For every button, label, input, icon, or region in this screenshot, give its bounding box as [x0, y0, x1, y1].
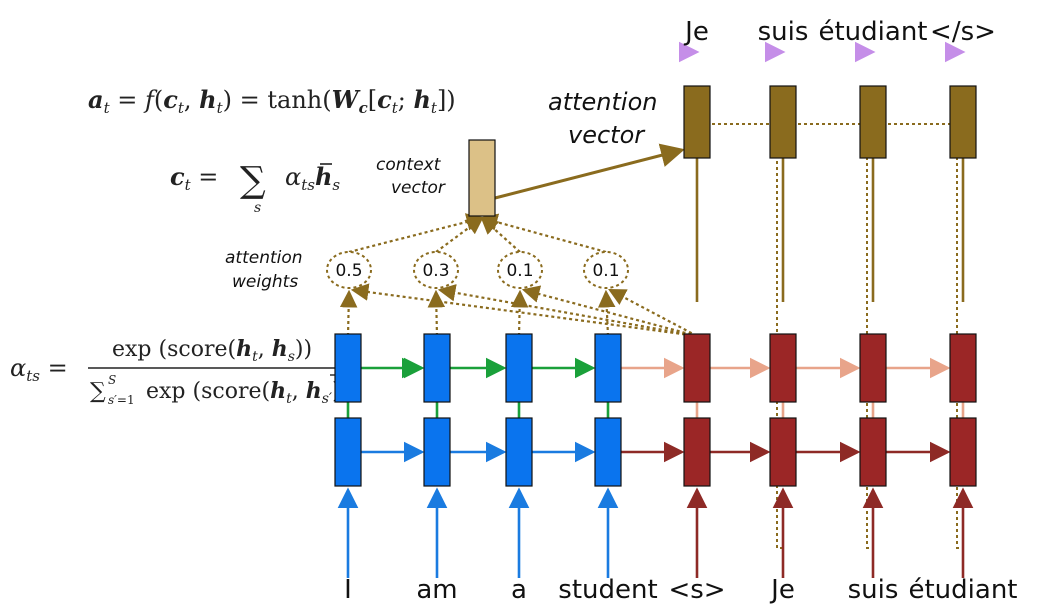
decoder-cell-layer2: [683, 333, 711, 403]
svg-text:s: s: [254, 200, 261, 216]
rnn-cells: [334, 85, 977, 487]
attention-vector-label-line2: vector: [568, 121, 646, 149]
attention-vector-cell: [683, 85, 711, 159]
attention-weights-label-line2: weights: [232, 272, 298, 292]
context-to-attention-arrow: [494, 143, 685, 200]
attention-weight-node: [326, 251, 372, 289]
source-word: suis: [848, 575, 899, 605]
svg-text:at = f(ct, ht) = tanh(Wc[ct; h: at = f(ct, ht) = tanh(Wc[ct; ht]): [88, 85, 456, 117]
target-word: suis: [758, 17, 809, 47]
encoder-cell-layer2: [594, 333, 622, 403]
source-word: am: [416, 575, 457, 605]
encoder-cell-layer1: [334, 417, 362, 487]
svg-text:exp (score(ht, hs′)): exp (score(ht, hs′)): [146, 378, 349, 407]
source-word: student: [558, 575, 657, 605]
attention-weight-nodes: 0.5 0.3 0.1 0.1: [326, 251, 629, 289]
decoder-cell-layer2: [859, 333, 887, 403]
svg-text:αts =: αts =: [10, 354, 68, 385]
decoder-cell-layer2: [769, 333, 797, 403]
attention-weight-value: 0.5: [335, 261, 362, 281]
source-word: I: [344, 575, 352, 605]
encoder-cell-layer2: [334, 333, 362, 403]
source-word: <s>: [668, 575, 725, 605]
attention-vector-cell: [769, 85, 797, 159]
context-vector-label-line1: context: [376, 155, 442, 175]
attention-weights-label-line1: attention: [225, 248, 303, 268]
attention-weight-value: 0.1: [592, 261, 619, 281]
source-word: étudiant: [908, 575, 1017, 605]
svg-text:s′=1: s′=1: [108, 393, 135, 407]
weight-to-context-link: [435, 216, 484, 253]
attention-weight-node: [497, 251, 543, 289]
svg-text:αtshs: αtshs: [285, 162, 340, 194]
source-word: a: [511, 575, 527, 605]
attention-weight-value: 0.3: [422, 261, 449, 281]
attention-weight-node: [583, 251, 629, 289]
decoder-cell-layer1: [769, 417, 797, 487]
target-word: étudiant: [818, 17, 927, 47]
decoder-cell-layer2: [949, 333, 977, 403]
context-vector-label-line2: vector: [391, 178, 446, 198]
encoder-to-weight-link: [339, 289, 358, 337]
svg-text:∑: ∑: [90, 379, 106, 404]
decoder-cell-layer1: [683, 417, 711, 487]
attention-vector-label-line1: attention: [548, 88, 657, 116]
decoder-to-weight-link: [521, 285, 698, 338]
context-vector-cell: [468, 139, 496, 217]
svg-text:∑: ∑: [240, 160, 266, 201]
decoder-to-weight-link: [350, 283, 698, 338]
attention-vector-cell: [949, 85, 977, 159]
target-word: Je: [683, 17, 709, 47]
formula-attention-weights: αts = exp (score(ht, hs)) ∑ S s′=1 exp (…: [10, 336, 402, 407]
encoder-cell-layer1: [505, 417, 533, 487]
weight-to-context-link: [348, 213, 485, 254]
svg-text:exp (score(ht, hs)): exp (score(ht, hs)): [112, 336, 312, 365]
encoder-to-weight-link: [597, 289, 616, 337]
decoder-cell-layer1: [949, 417, 977, 487]
encoder-cell-layer1: [594, 417, 622, 487]
attention-weight-value: 0.1: [506, 261, 533, 281]
encoder-cell-layer1: [423, 417, 451, 487]
formula-attention-vector: at = f(ct, ht) = tanh(Wc[ct; ht]): [88, 85, 456, 117]
encoder-to-weight-link: [510, 289, 529, 337]
decoder-cell-layer1: [859, 417, 887, 487]
attention-weight-node: [413, 251, 459, 289]
svg-text:S: S: [108, 373, 116, 387]
encoder-cell-layer2: [423, 333, 451, 403]
target-word: </s>: [930, 17, 996, 47]
formula-context-vector: ct = ∑ s αtshs: [170, 160, 340, 216]
attention-vector-cell: [859, 85, 887, 159]
encoder-cell-layer2: [505, 333, 533, 403]
decoder-to-weight-link: [608, 288, 698, 337]
svg-text:ct =: ct =: [170, 162, 218, 194]
decoder-to-weight-link: [437, 284, 698, 338]
source-word: Je: [769, 575, 795, 605]
encoder-to-weight-link: [427, 289, 446, 337]
